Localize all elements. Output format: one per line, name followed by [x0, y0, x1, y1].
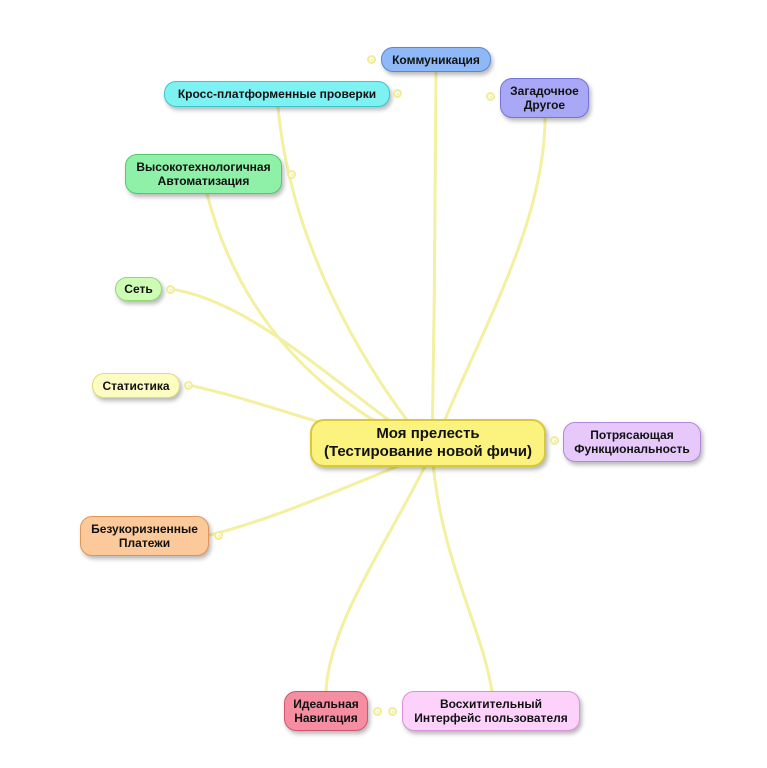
collapse-toggle-funktsionalnost[interactable]: [550, 436, 559, 445]
branch-node-zagadochnoe[interactable]: Загадочное Другое: [500, 78, 589, 118]
collapse-toggle-interfeys[interactable]: [388, 707, 397, 716]
branch-node-kommunikatsiya[interactable]: Коммуникация: [381, 47, 491, 72]
link-avtomatizatsiya: [205, 192, 434, 454]
branch-node-kross[interactable]: Кросс-платформенные проверки: [164, 81, 390, 107]
link-zagadochnoe: [430, 116, 547, 454]
branch-node-statistika[interactable]: Статистика: [92, 373, 180, 398]
branch-node-platezhi[interactable]: Безукоризненные Платежи: [80, 516, 209, 556]
link-kommunikatsiya: [430, 70, 438, 454]
collapse-toggle-kross[interactable]: [393, 89, 402, 98]
collapse-toggle-avtomatizatsiya[interactable]: [287, 170, 296, 179]
collapse-toggle-platezhi[interactable]: [214, 531, 223, 540]
branch-node-funktsionalnost[interactable]: Потрясающая Функциональность: [563, 422, 701, 462]
link-kross: [276, 105, 434, 454]
collapse-toggle-kommunikatsiya[interactable]: [367, 55, 376, 64]
branch-node-navigatsiya[interactable]: Идеальная Навигация: [284, 691, 368, 731]
collapse-toggle-statistika[interactable]: [184, 381, 193, 390]
link-interfeys: [430, 450, 494, 693]
branch-node-avtomatizatsiya[interactable]: Высокотехнологичная Автоматизация: [125, 154, 282, 194]
root-node[interactable]: Моя прелесть (Тестирование новой фичи): [310, 419, 546, 467]
branch-node-set[interactable]: Сеть: [115, 277, 162, 301]
collapse-toggle-navigatsiya[interactable]: [373, 707, 382, 716]
branch-node-interfeys[interactable]: Восхитительный Интерфейс пользователя: [402, 691, 580, 731]
collapse-toggle-zagadochnoe[interactable]: [486, 92, 495, 101]
collapse-toggle-set[interactable]: [166, 285, 175, 294]
link-navigatsiya: [324, 450, 434, 693]
